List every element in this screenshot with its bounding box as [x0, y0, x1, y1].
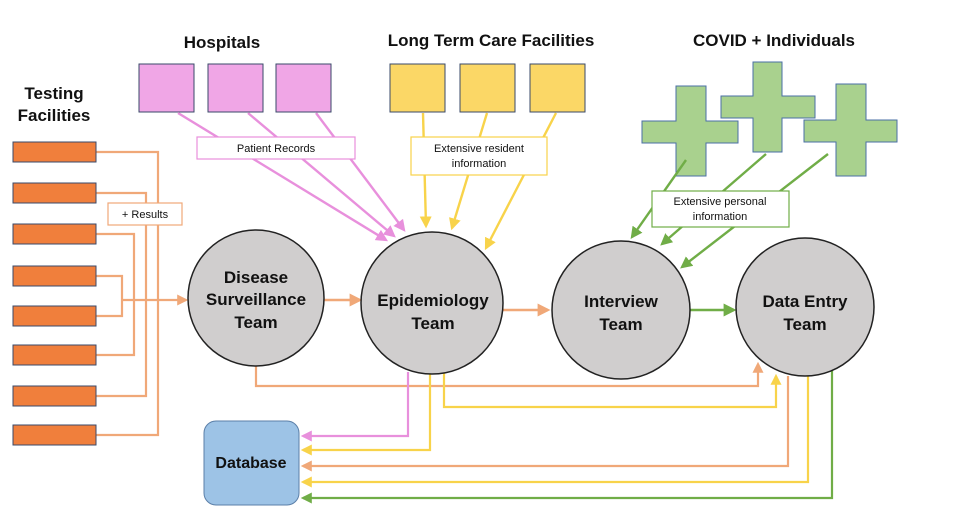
- disease-team-line3: Team: [234, 313, 277, 332]
- interview-team-line2: Team: [599, 315, 642, 334]
- testing-facility-bar: [12, 424, 97, 446]
- disease-surveillance-team-node: [187, 229, 325, 367]
- interview-team-node: [551, 240, 691, 380]
- ltcf-list: [389, 63, 586, 113]
- personal-info-label-line2: information: [693, 211, 747, 223]
- hospital-list: [138, 63, 332, 113]
- epi-team-line1: Epidemiology: [377, 291, 489, 310]
- disease-team-line2: Surveillance: [206, 290, 306, 309]
- testing-facility-bar: [12, 223, 97, 245]
- testing-facility-bar: [12, 265, 97, 287]
- patient-records-label-box: [196, 136, 356, 160]
- ltcf-box: [459, 63, 516, 113]
- covid-individual-plus-icon: [803, 83, 898, 177]
- database-routing-lines: [254, 361, 834, 504]
- dataentry-team-line2: Team: [783, 315, 826, 334]
- resident-info-arrows: [419, 112, 558, 251]
- disease-team-line1: Disease: [224, 268, 288, 287]
- interview-team-line1: Interview: [584, 292, 658, 311]
- dataentry-team-line1: Data Entry: [762, 292, 848, 311]
- testing-facilities-header-line2: Facilities: [18, 106, 91, 125]
- hospital-box: [138, 63, 195, 113]
- testing-facility-bar: [12, 141, 97, 163]
- resident-info-label-line1: Extensive resident: [434, 143, 524, 155]
- testing-facility-bar: [12, 344, 97, 366]
- epi-team-line2: Team: [411, 314, 454, 333]
- testing-results-lines: [96, 150, 189, 437]
- personal-info-label-line1: Extensive personal: [674, 196, 767, 208]
- ltcf-header: Long Term Care Facilities: [388, 31, 595, 50]
- epidemiology-team-node: [360, 231, 504, 375]
- testing-facilities-header-line1: Testing: [24, 84, 83, 103]
- patient-records-label: Patient Records: [237, 143, 316, 155]
- ltcf-box: [529, 63, 586, 113]
- hospital-box: [207, 63, 264, 113]
- ltcf-box: [389, 63, 446, 113]
- patient-records-arrows: [177, 111, 406, 242]
- testing-facility-bar: [12, 305, 97, 327]
- hospitals-header: Hospitals: [184, 33, 261, 52]
- covid-individual-plus-icon: [641, 85, 739, 177]
- database-node: [203, 420, 300, 506]
- testing-facility-bar: [12, 385, 97, 407]
- results-label-box: [107, 202, 183, 226]
- covid-individuals-header: COVID + Individuals: [693, 31, 855, 50]
- database-label: Database: [215, 455, 286, 472]
- resident-info-label-line2: information: [452, 158, 506, 170]
- hospital-box: [275, 63, 332, 113]
- data-entry-team-node: [735, 237, 875, 377]
- testing-facility-bar: [12, 182, 97, 204]
- results-label: + Results: [122, 209, 169, 221]
- testing-facility-list: [12, 141, 97, 446]
- personal-info-label-box: [651, 190, 790, 228]
- resident-info-label-box: [410, 136, 548, 176]
- covid-individual-plus-icon: [720, 61, 816, 153]
